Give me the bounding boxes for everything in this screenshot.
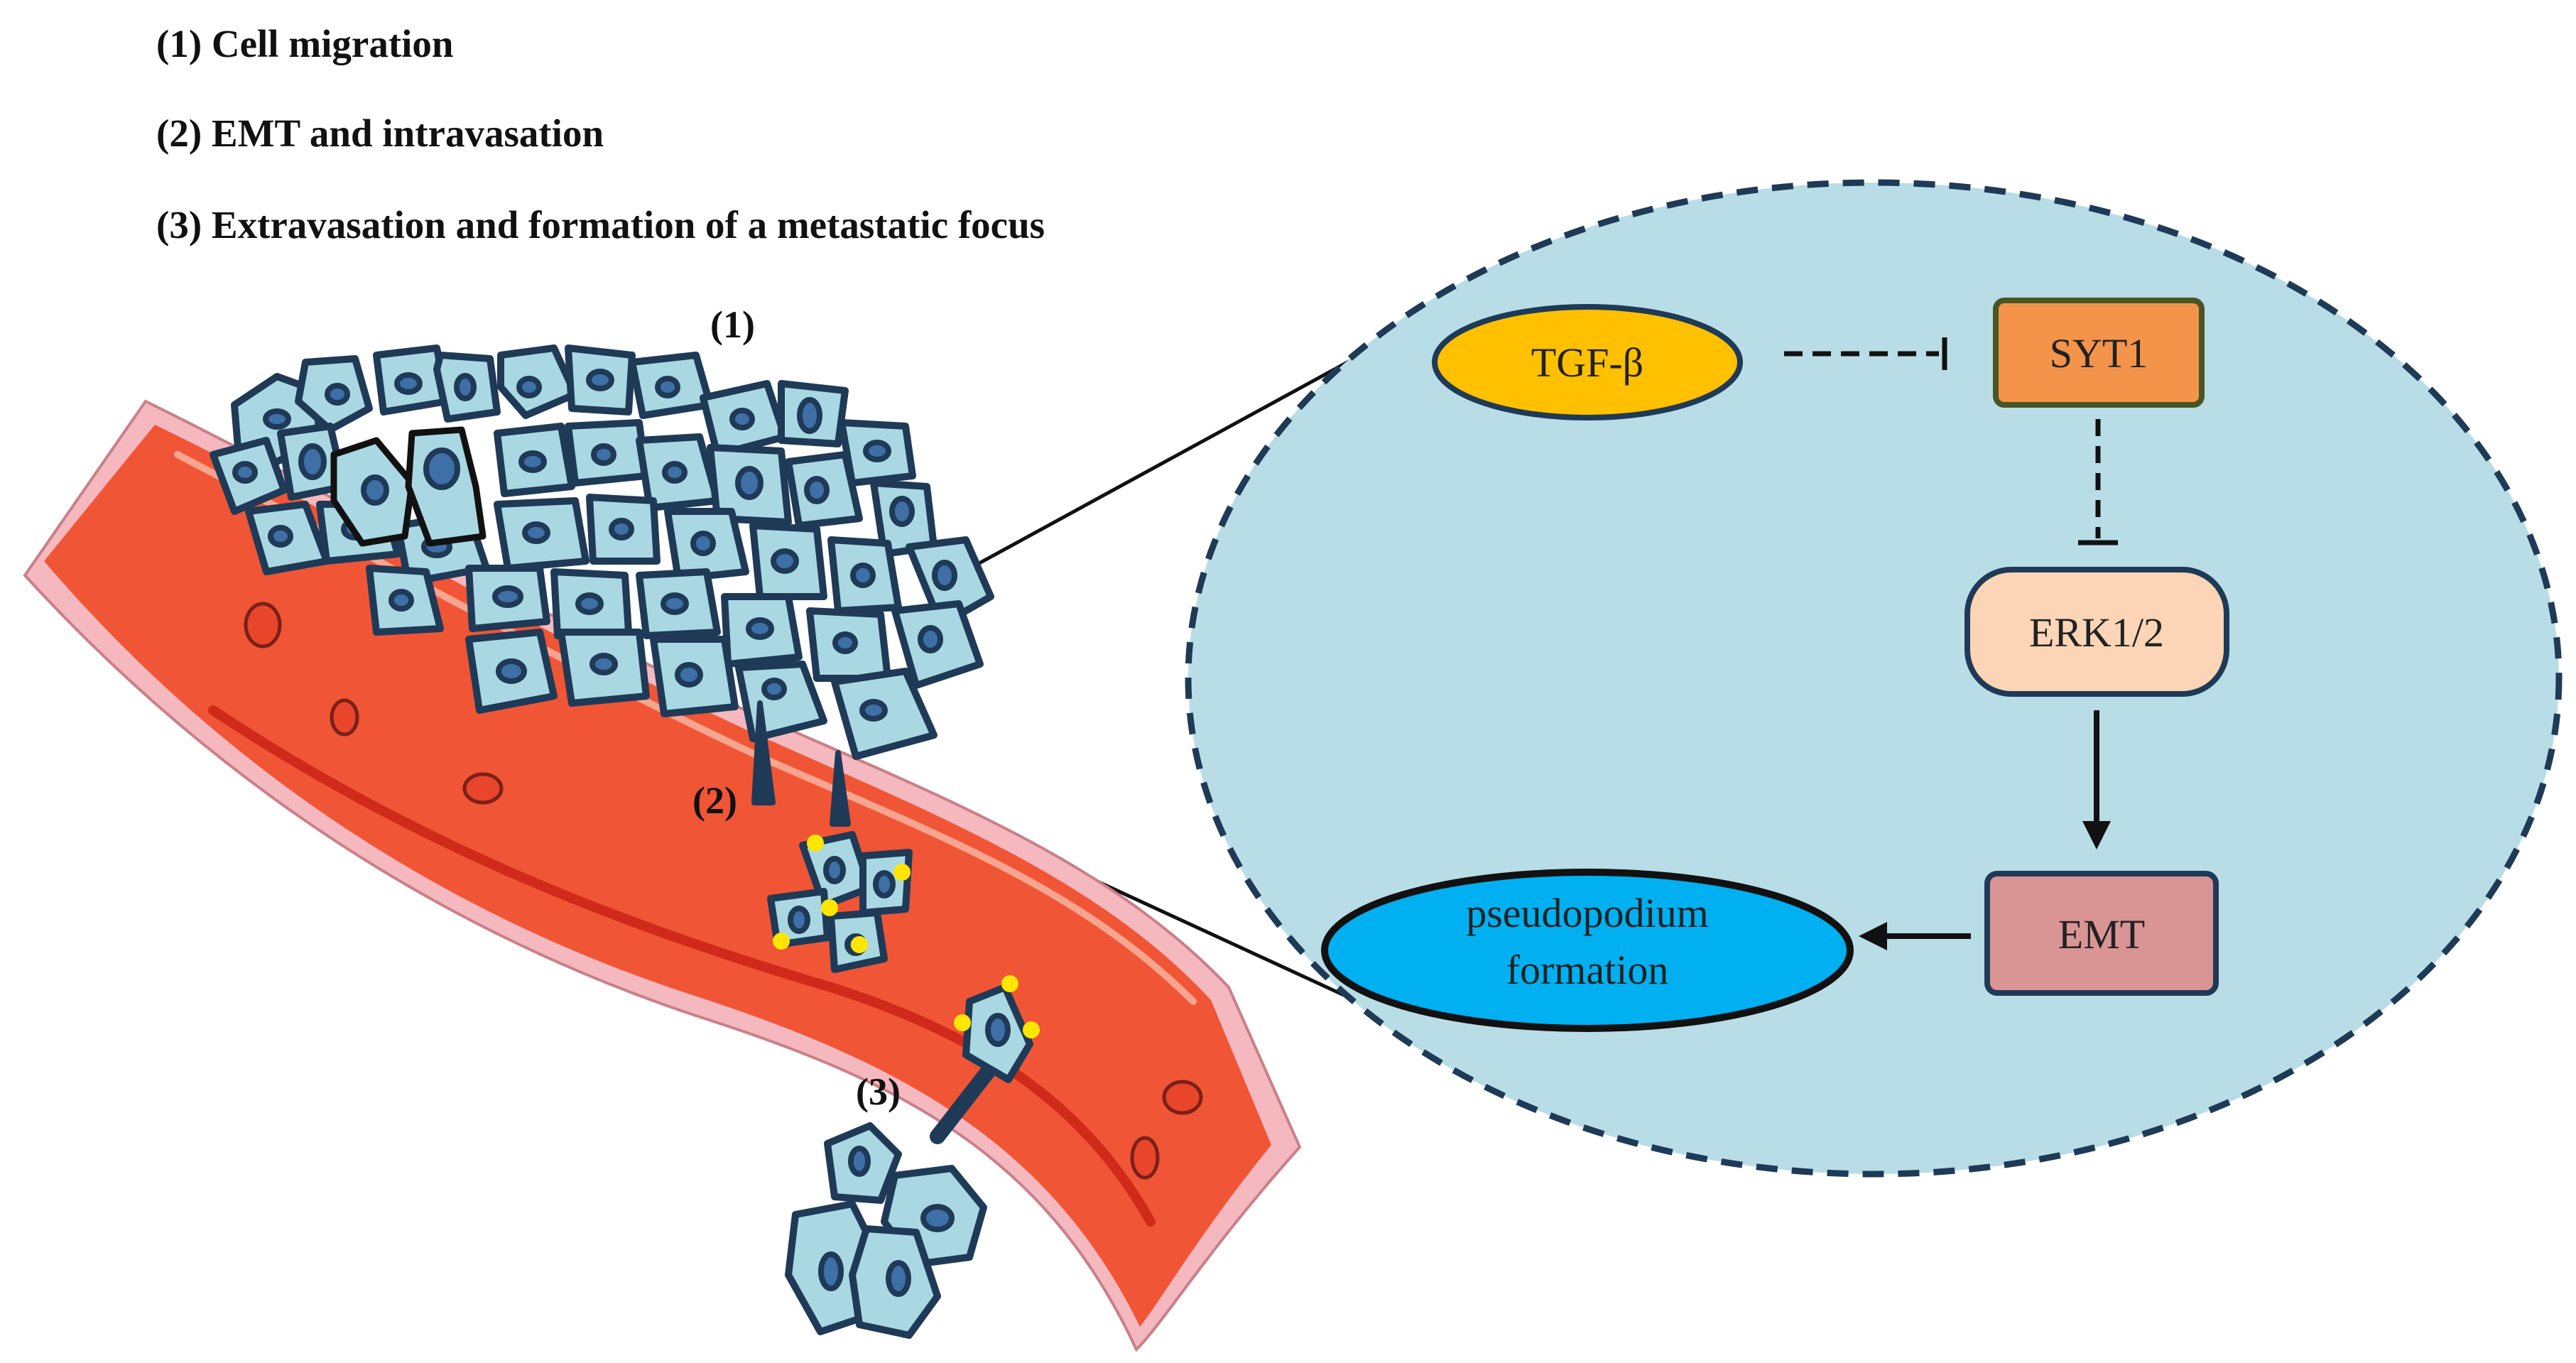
red-blood-cell xyxy=(244,602,282,648)
erk-label: ERK1/2 xyxy=(2029,609,2164,656)
red-blood-cell xyxy=(330,698,359,737)
zoom-panel xyxy=(1185,179,2563,1178)
emt-label: EMT xyxy=(2058,911,2145,957)
stage-label-2: (2) xyxy=(692,779,737,822)
syt1-node: SYT1 xyxy=(1993,298,2205,408)
metastatic-focus xyxy=(785,1122,987,1339)
red-blood-cell xyxy=(1130,1136,1160,1180)
circulating-tumor-cells xyxy=(767,831,1040,1144)
pseudopodium-node: pseudopodium formation xyxy=(1321,869,1854,1032)
tumor-cell-cluster xyxy=(210,344,994,827)
tgf-beta-node: TGF-β xyxy=(1432,304,1743,420)
legend-item-cell-migration: (1) Cell migration xyxy=(156,22,454,65)
blood-vessel xyxy=(23,399,1302,1352)
red-blood-cell xyxy=(462,772,504,805)
emt-node: EMT xyxy=(1984,871,2219,996)
inhibition-arrow xyxy=(1784,337,1947,370)
vessel-shadow xyxy=(208,705,1156,1227)
pseudopodium-label-line1: pseudopodium xyxy=(1466,890,1709,936)
legend: (1) Cell migration (2) EMT and intravasa… xyxy=(156,22,1045,246)
stage-label-3: (3) xyxy=(856,1070,901,1113)
stage-labels: (1) (2) (3) xyxy=(692,303,901,1113)
red-blood-cell xyxy=(1162,1080,1203,1115)
inhibition-arrow xyxy=(2078,419,2118,545)
erk-node: ERK1/2 xyxy=(1964,567,2229,697)
legend-item-extravasation: (3) Extravasation and formation of a met… xyxy=(156,203,1045,246)
signaling-pathway-panel: TGF-β SYT1 ERK1/2 EMT xyxy=(1185,179,2563,1178)
syt1-label: SYT1 xyxy=(2050,330,2148,376)
tgf-beta-label: TGF-β xyxy=(1531,340,1643,386)
pseudopodium-label-line2: formation xyxy=(1506,947,1669,993)
legend-item-emt-intravasation: (2) EMT and intravasation xyxy=(156,112,604,155)
stage-label-1: (1) xyxy=(710,303,755,346)
